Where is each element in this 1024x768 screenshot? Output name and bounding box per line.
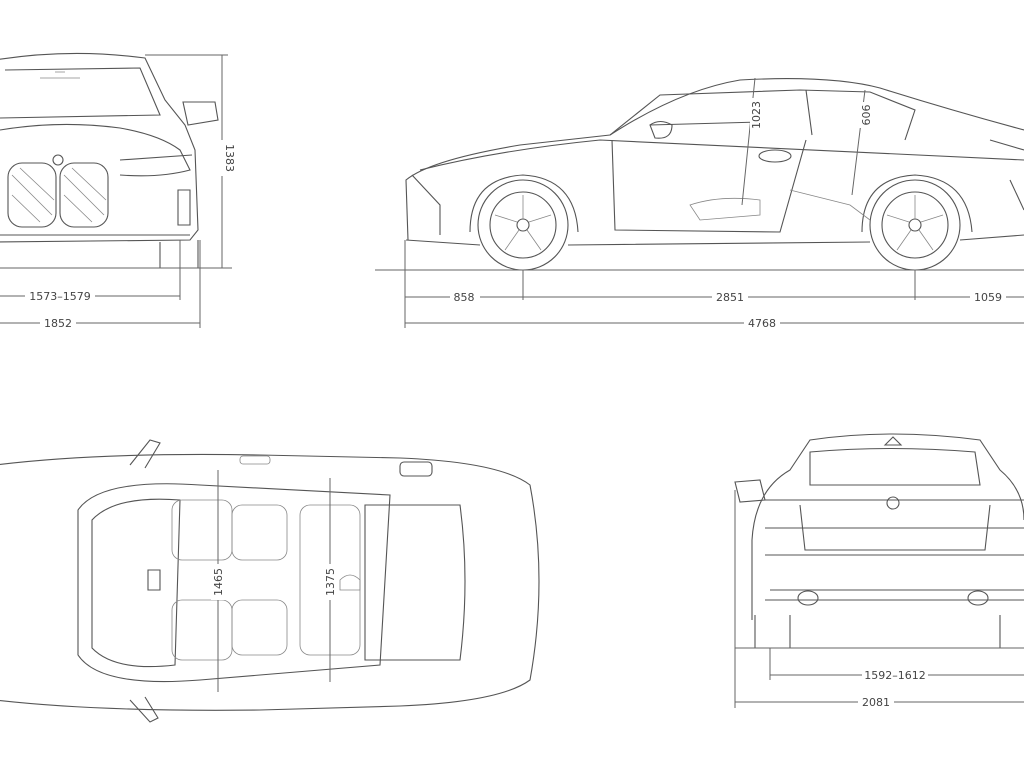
wheelbase-label: 2851 xyxy=(716,291,744,304)
front-track-label: 1573–1579 xyxy=(29,290,91,303)
rear-headroom-label: 909 xyxy=(859,105,872,126)
front-headroom-label: 1023 xyxy=(750,101,763,129)
rear-view: 1592–1612 2081 xyxy=(734,433,1024,709)
rear-track-label: 1592–1612 xyxy=(864,669,926,682)
width-mirrors-label: 2081 xyxy=(862,696,890,709)
front-width-label: 1852 xyxy=(44,317,72,330)
front-interior-width-label: 1465 xyxy=(212,568,225,596)
height-label: 1383 xyxy=(223,144,236,172)
rear-overhang-label: 1059 xyxy=(974,291,1002,304)
rear-interior-width-label: 1375 xyxy=(324,568,337,596)
front-overhang-label: 858 xyxy=(454,291,475,304)
front-view: 1573–1579 1852 1383 xyxy=(0,52,236,330)
length-label: 4768 xyxy=(748,317,776,330)
side-view: 858 2851 1059 4768 1023 909 xyxy=(375,77,1024,330)
top-view: 1465 1375 xyxy=(0,439,540,723)
